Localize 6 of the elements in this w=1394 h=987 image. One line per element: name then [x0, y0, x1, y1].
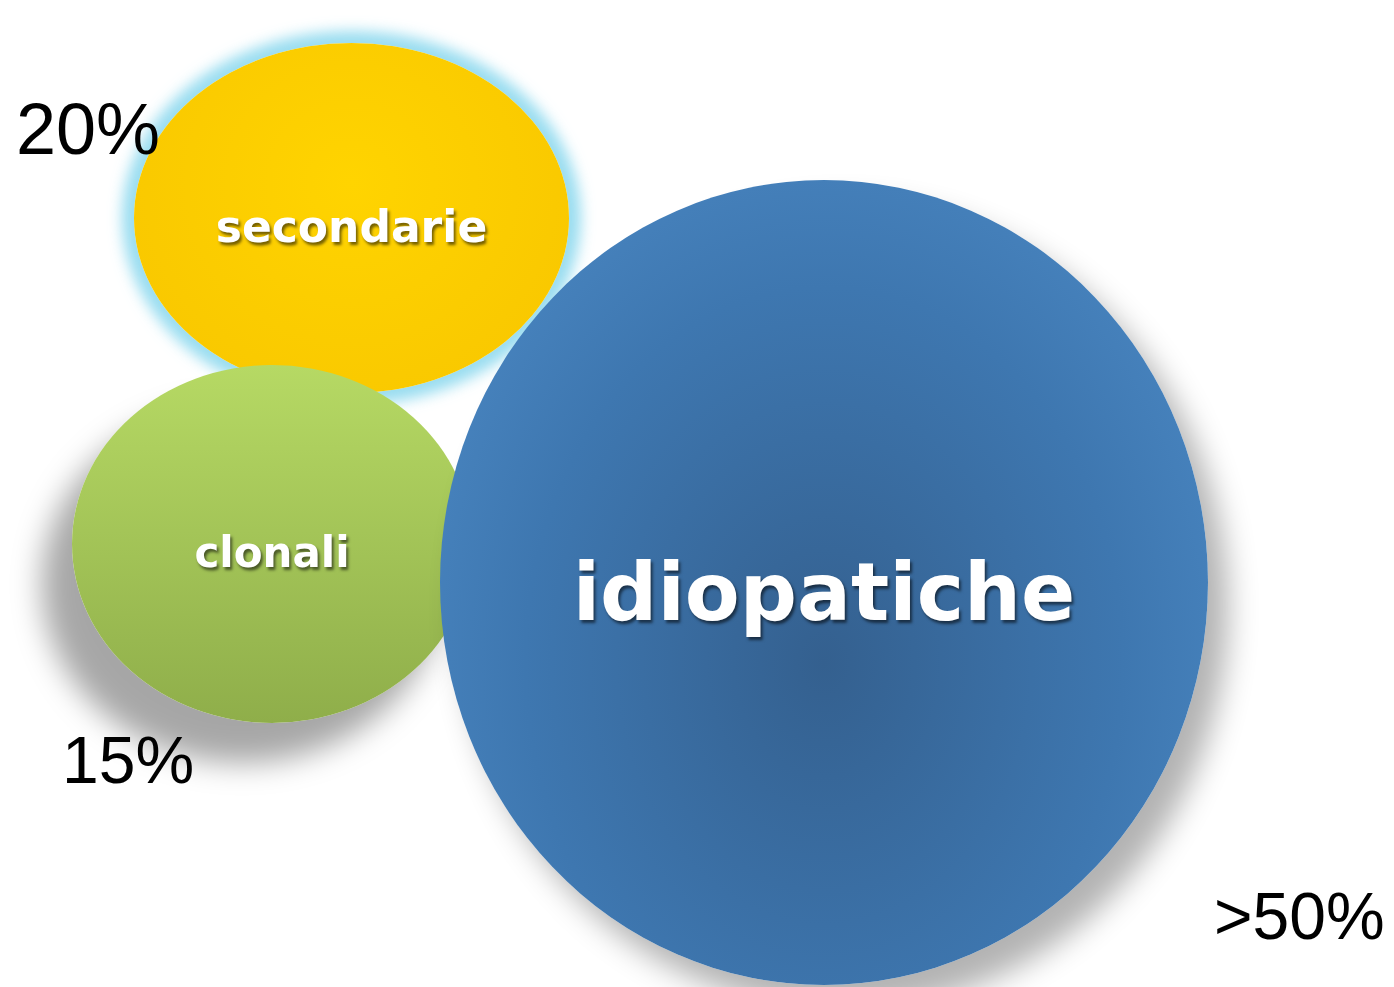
percentage-label: 20%	[16, 88, 161, 170]
bubble-label: idiopatiche	[572, 546, 1076, 639]
bubble-label: clonali	[194, 527, 350, 577]
percentage-label: >50%	[1214, 878, 1385, 954]
percentage-label: 15%	[62, 722, 195, 798]
bubble-label: secondarie	[215, 200, 488, 252]
